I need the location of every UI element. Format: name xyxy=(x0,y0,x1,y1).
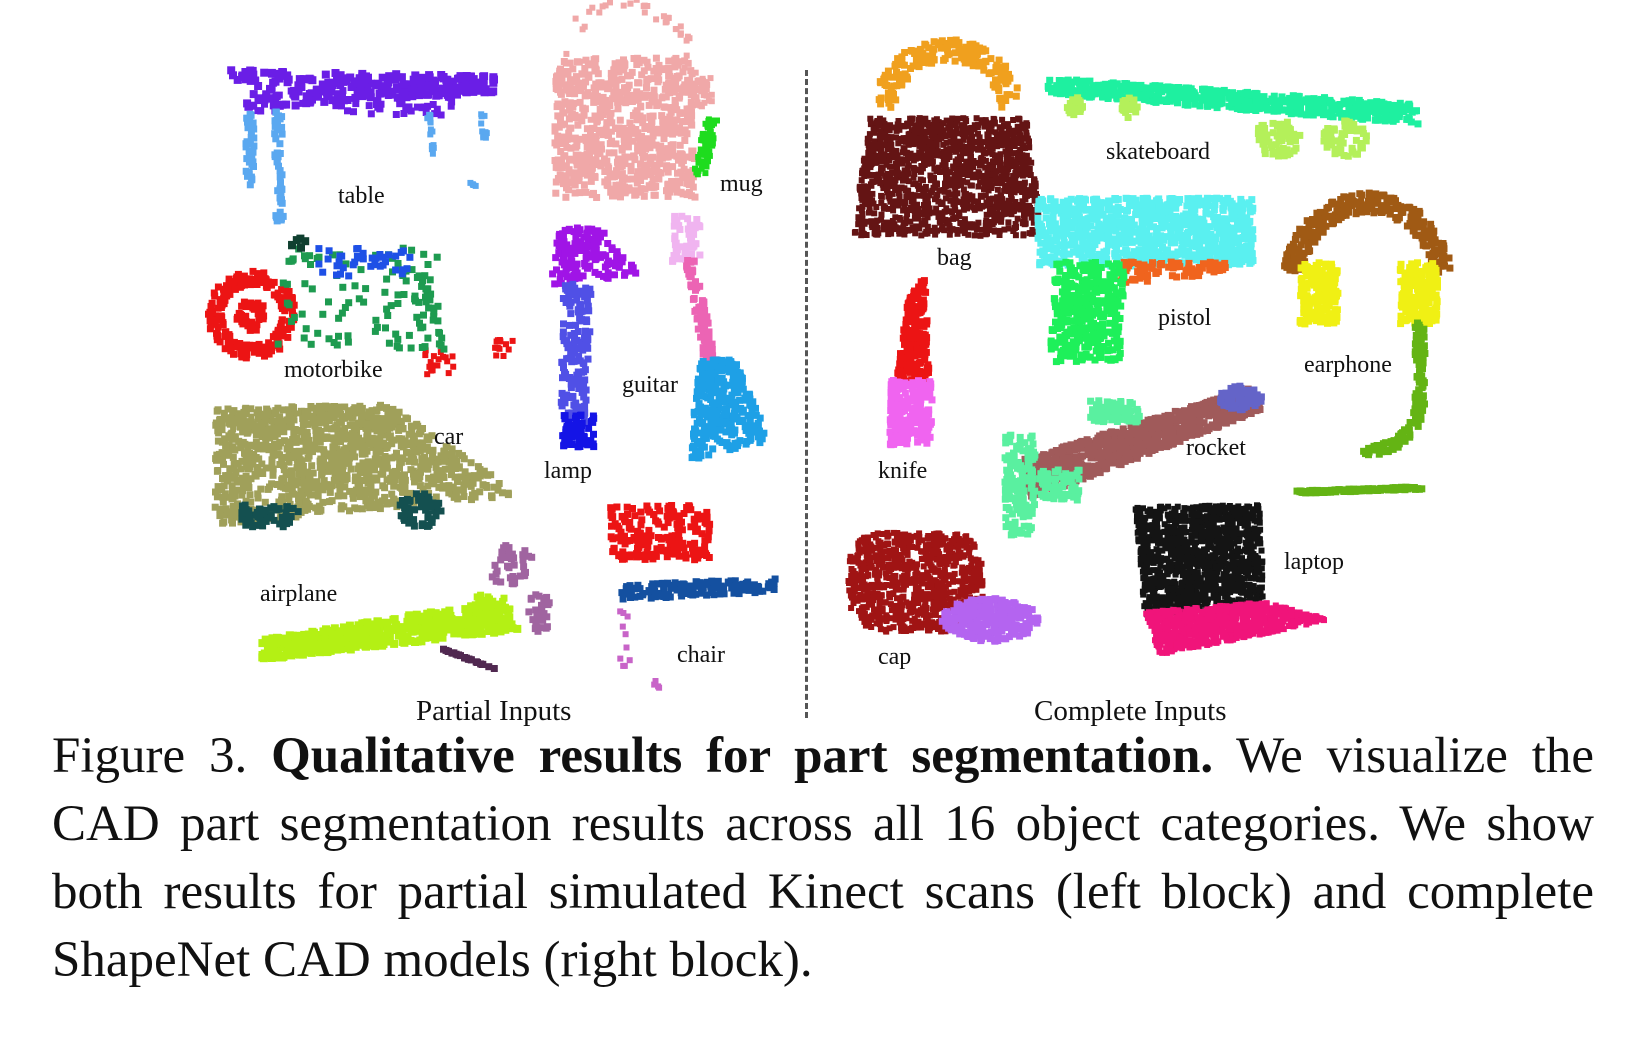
label-airplane: airplane xyxy=(260,581,338,607)
label-pistol: pistol xyxy=(1158,305,1212,331)
figure-panel: table mug motorbike lamp guitar car airp… xyxy=(205,0,1454,727)
pistol-cloud xyxy=(1034,194,1257,366)
label-lamp: lamp xyxy=(544,458,592,484)
label-laptop: laptop xyxy=(1284,549,1344,575)
car-cloud xyxy=(211,401,512,531)
label-chair: chair xyxy=(677,642,725,668)
skateboard-cloud xyxy=(1044,76,1422,160)
motorbike-cloud xyxy=(205,234,516,378)
block-label-complete: Complete Inputs xyxy=(1034,695,1227,727)
label-skateboard: skateboard xyxy=(1106,139,1210,165)
label-bag: bag xyxy=(937,245,972,271)
figure-caption: Figure 3. Qualitative results for part s… xyxy=(52,722,1594,994)
mug-cloud xyxy=(551,0,720,201)
point-cloud-canvas xyxy=(205,0,1454,691)
label-mug: mug xyxy=(720,171,763,197)
knife-cloud xyxy=(886,277,936,449)
label-motorbike: motorbike xyxy=(284,357,383,383)
chair-cloud xyxy=(607,502,779,691)
label-guitar: guitar xyxy=(622,372,678,398)
label-rocket: rocket xyxy=(1186,435,1246,461)
earphone-cloud xyxy=(1281,189,1454,497)
bag-cloud xyxy=(851,36,1043,239)
block-divider xyxy=(805,70,808,718)
lamp-cloud xyxy=(549,224,640,451)
rocket-cloud xyxy=(1001,382,1265,539)
block-label-partial: Partial Inputs xyxy=(416,695,572,727)
label-cap: cap xyxy=(878,644,912,670)
cap-cloud xyxy=(845,529,1042,645)
caption-figure-number: Figure 3. xyxy=(52,728,248,784)
label-earphone: earphone xyxy=(1304,352,1392,378)
label-knife: knife xyxy=(878,458,928,484)
caption-body: We visualize the CAD part segmentation r… xyxy=(52,728,1595,988)
table-cloud xyxy=(227,66,498,225)
airplane-cloud xyxy=(258,542,553,672)
label-car: car xyxy=(434,424,464,450)
caption-title: Qualitative results for part segmentatio… xyxy=(271,728,1214,784)
label-table: table xyxy=(338,183,385,209)
laptop-cloud xyxy=(1132,502,1327,656)
guitar-cloud xyxy=(669,212,768,462)
